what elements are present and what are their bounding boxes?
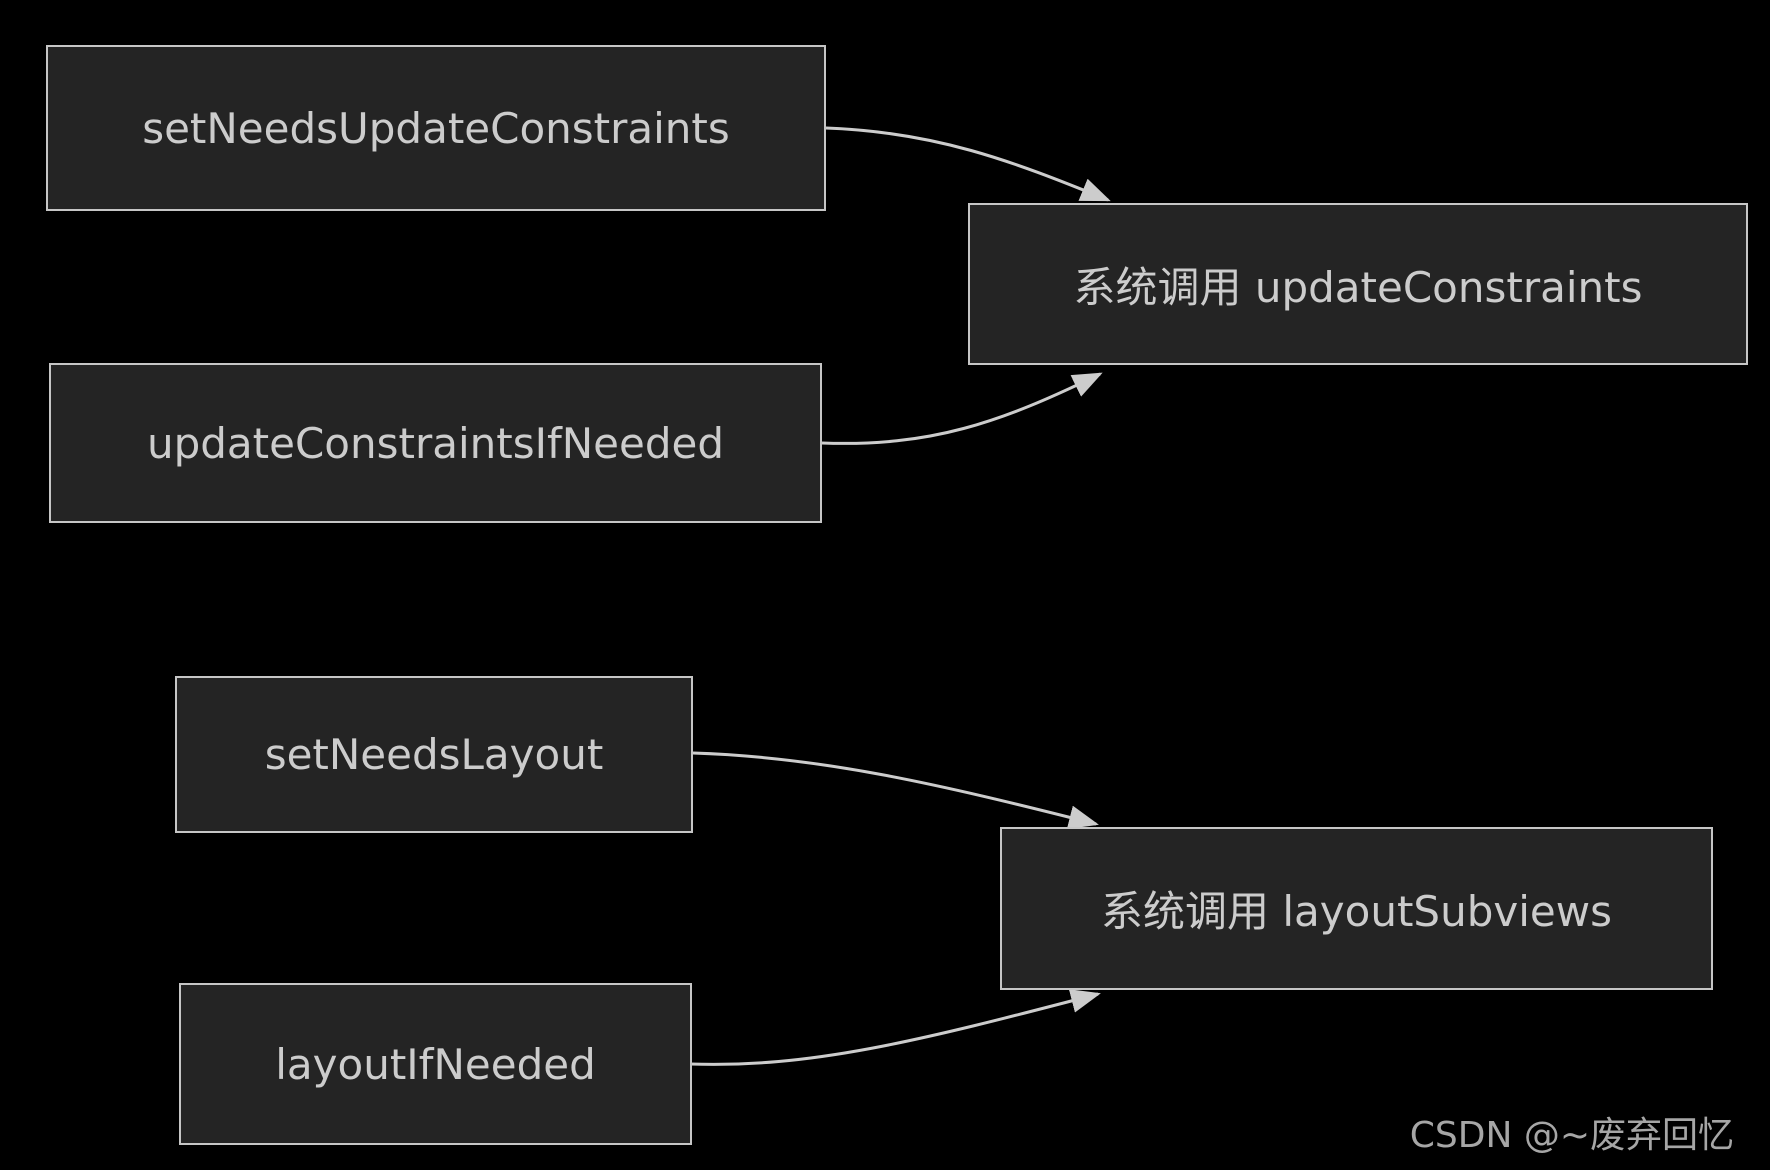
node-label: layoutIfNeeded bbox=[275, 1039, 596, 1089]
diagram-node-layout-if-needed: layoutIfNeeded bbox=[179, 983, 692, 1145]
flow-arrow-set-needs-update-constraints-to-sys-update-constraints bbox=[825, 126, 1111, 202]
diagram-node-sys-layout-subviews: 系统调用 layoutSubviews bbox=[1000, 827, 1713, 990]
node-label: 系统调用 updateConstraints bbox=[1073, 262, 1643, 312]
watermark: CSDN @~废弃回忆 bbox=[1409, 1115, 1734, 1156]
flow-arrow-layout-if-needed-to-sys-layout-subviews bbox=[689, 989, 1101, 1066]
flow-arrow-set-needs-layout-to-sys-layout-subviews bbox=[692, 751, 1099, 829]
node-label: updateConstraintsIfNeeded bbox=[146, 418, 725, 468]
node-label: setNeedsLayout bbox=[264, 730, 604, 779]
diagram-node-sys-update-constraints: 系统调用 updateConstraints bbox=[968, 203, 1748, 365]
node-label: setNeedsUpdateConstraints bbox=[142, 103, 730, 153]
diagram-node-update-constraints-if-needed: updateConstraintsIfNeeded bbox=[49, 363, 822, 523]
diagram-node-set-needs-layout: setNeedsLayout bbox=[175, 676, 693, 833]
diagram-node-set-needs-update-constraints: setNeedsUpdateConstraints bbox=[46, 45, 826, 211]
node-label: 系统调用 layoutSubviews bbox=[1101, 887, 1612, 936]
flow-arrow-update-constraints-if-needed-to-sys-update-constraints bbox=[821, 372, 1103, 445]
